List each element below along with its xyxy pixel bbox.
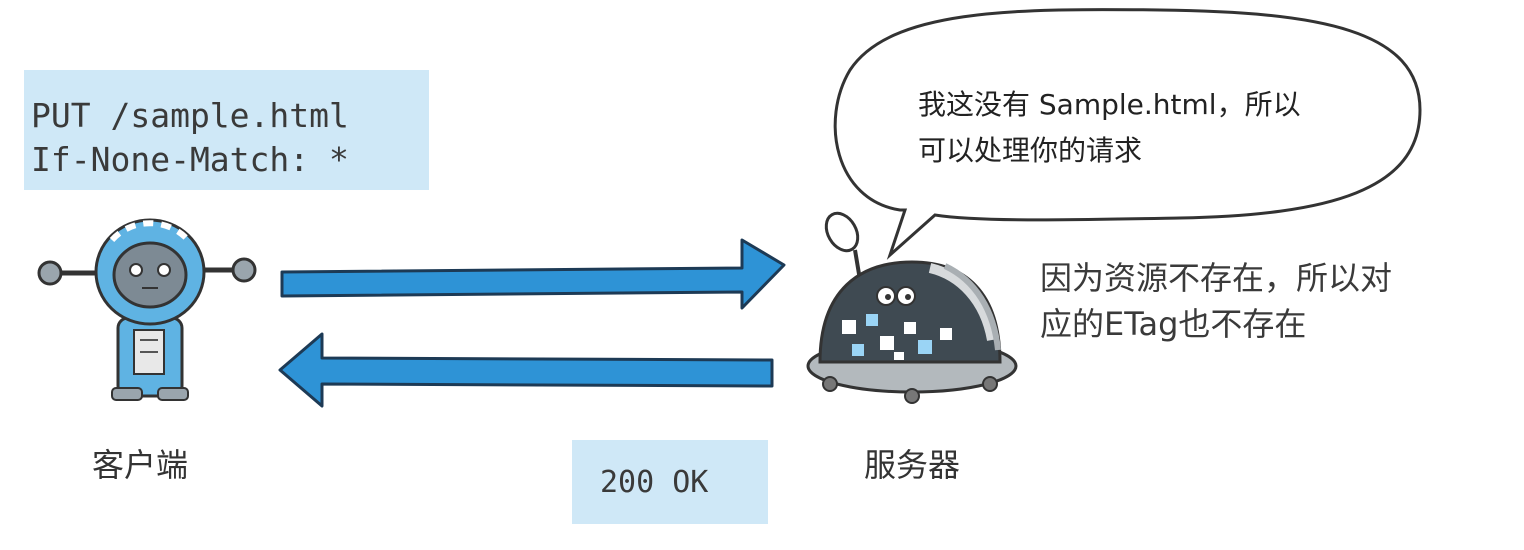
server-robot-icon [806, 211, 1018, 404]
client-label: 客户端 [92, 446, 189, 484]
speech-bubble-line-2: 可以处理你的请求 [918, 134, 1143, 167]
server-label: 服务器 [864, 446, 961, 484]
response-arrow [278, 332, 774, 408]
server-note-line-2: 应的ETag也不存在 [1040, 305, 1307, 343]
request-arrow [280, 238, 786, 310]
speech-bubble [833, 8, 1422, 260]
request-line-header: If-None-Match: * [31, 140, 349, 179]
request-box [24, 70, 429, 190]
response-status: 200 OK [600, 465, 709, 500]
response-box [572, 440, 768, 524]
client-robot-icon [37, 218, 257, 401]
request-line-method: PUT /sample.html [31, 96, 349, 135]
server-note: 因为资源不存在，所以对 应的ETag也不存在 [1040, 255, 1392, 347]
server-note-line-1: 因为资源不存在，所以对 [1040, 259, 1393, 297]
speech-bubble-line-1: 我这没有 Sample.html，所以 [918, 88, 1301, 121]
